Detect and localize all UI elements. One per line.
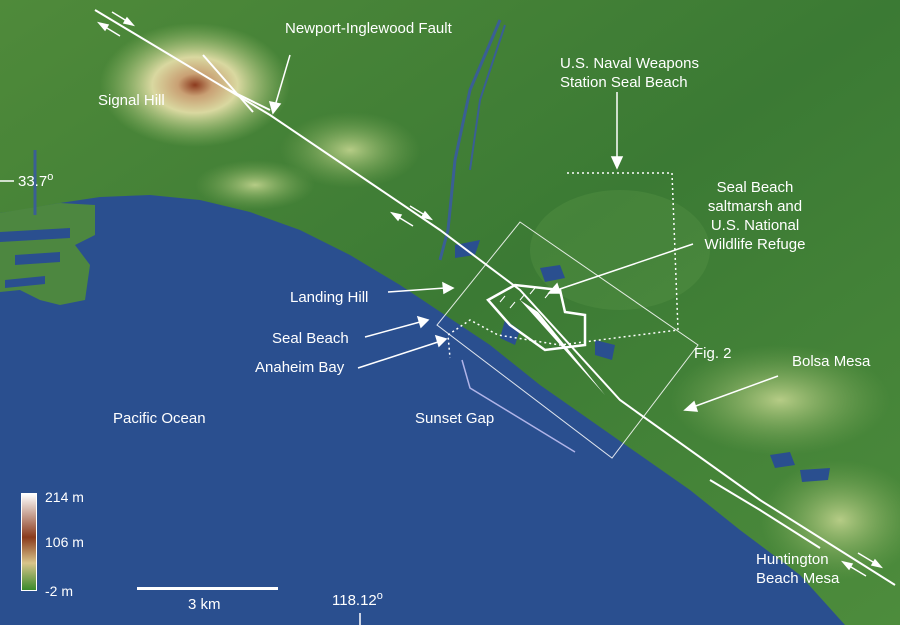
huntington-relief (760, 460, 900, 580)
bolsa-mesa-relief (670, 345, 890, 455)
latitude-value: 33.7 (18, 173, 48, 190)
sunset-gap-bracket (461, 359, 576, 453)
saltmarsh-label: Seal Beach saltmarsh and U.S. National W… (692, 178, 818, 254)
landing-hill-label: Landing Hill (290, 289, 369, 306)
saltmarsh-outline (486, 283, 587, 352)
hill-relief-3 (195, 160, 315, 210)
longitude-label: 118.12o (332, 590, 383, 612)
legend-max: 214 m (45, 489, 84, 505)
fault-segment-a (202, 54, 254, 113)
fault-line (94, 9, 896, 586)
huntington-line-2: Beach Mesa (756, 570, 840, 587)
huntington-line-1: Huntington (756, 551, 829, 568)
sunset-gap-label: Sunset Gap (415, 410, 495, 427)
bolsa-mesa-label: Bolsa Mesa (792, 353, 871, 370)
naval-area-relief (530, 190, 710, 310)
scale-label: 3 km (188, 596, 221, 613)
scale-bar (137, 587, 278, 590)
naval-station-label: U.S. Naval Weapons Station Seal Beach (560, 54, 699, 92)
port-channel (0, 228, 70, 288)
latitude-label: 33.7o (18, 171, 54, 193)
saltmarsh-line-1: Seal Beach (716, 179, 794, 196)
label-pointers (268, 54, 779, 412)
longitude-value: 118.12 (332, 592, 377, 609)
elevation-legend: 214 m 106 m -2 m (19, 489, 129, 601)
fig2-outline (436, 221, 699, 459)
saltmarsh-line-4: Wildlife Refuge (704, 236, 806, 253)
fault-segment-b (224, 87, 271, 111)
pacific-ocean-label: Pacific Ocean (113, 410, 206, 427)
latitude-degree: o (47, 171, 54, 183)
anaheim-bay-label: Anaheim Bay (255, 359, 345, 376)
fault-segment-c (709, 479, 821, 549)
longitude-degree: o (376, 590, 383, 602)
seal-beach-label: Seal Beach (272, 330, 349, 347)
legend-color-bar (21, 493, 37, 591)
saltmarsh-line-3: U.S. National (710, 217, 800, 234)
fault-motion-arrows (96, 11, 884, 577)
saltmarsh-line-2: saltmarsh and (707, 198, 803, 215)
hill-relief-2 (280, 112, 420, 188)
naval-station-boundary (447, 172, 679, 359)
signal-hill-relief (100, 23, 290, 147)
signal-hill-label: Signal Hill (98, 92, 165, 109)
naval-station-line-1: U.S. Naval Weapons (560, 55, 699, 72)
legend-mid: 106 m (45, 534, 84, 550)
fig2-label: Fig. 2 (694, 345, 732, 362)
fault-label: Newport-Inglewood Fault (285, 20, 452, 37)
legend-min: -2 m (45, 583, 73, 599)
huntington-label: Huntington Beach Mesa (756, 550, 839, 588)
river-2 (469, 24, 506, 171)
river (438, 19, 502, 261)
naval-station-line-2: Station Seal Beach (560, 74, 688, 91)
flight-wedge (520, 300, 605, 395)
